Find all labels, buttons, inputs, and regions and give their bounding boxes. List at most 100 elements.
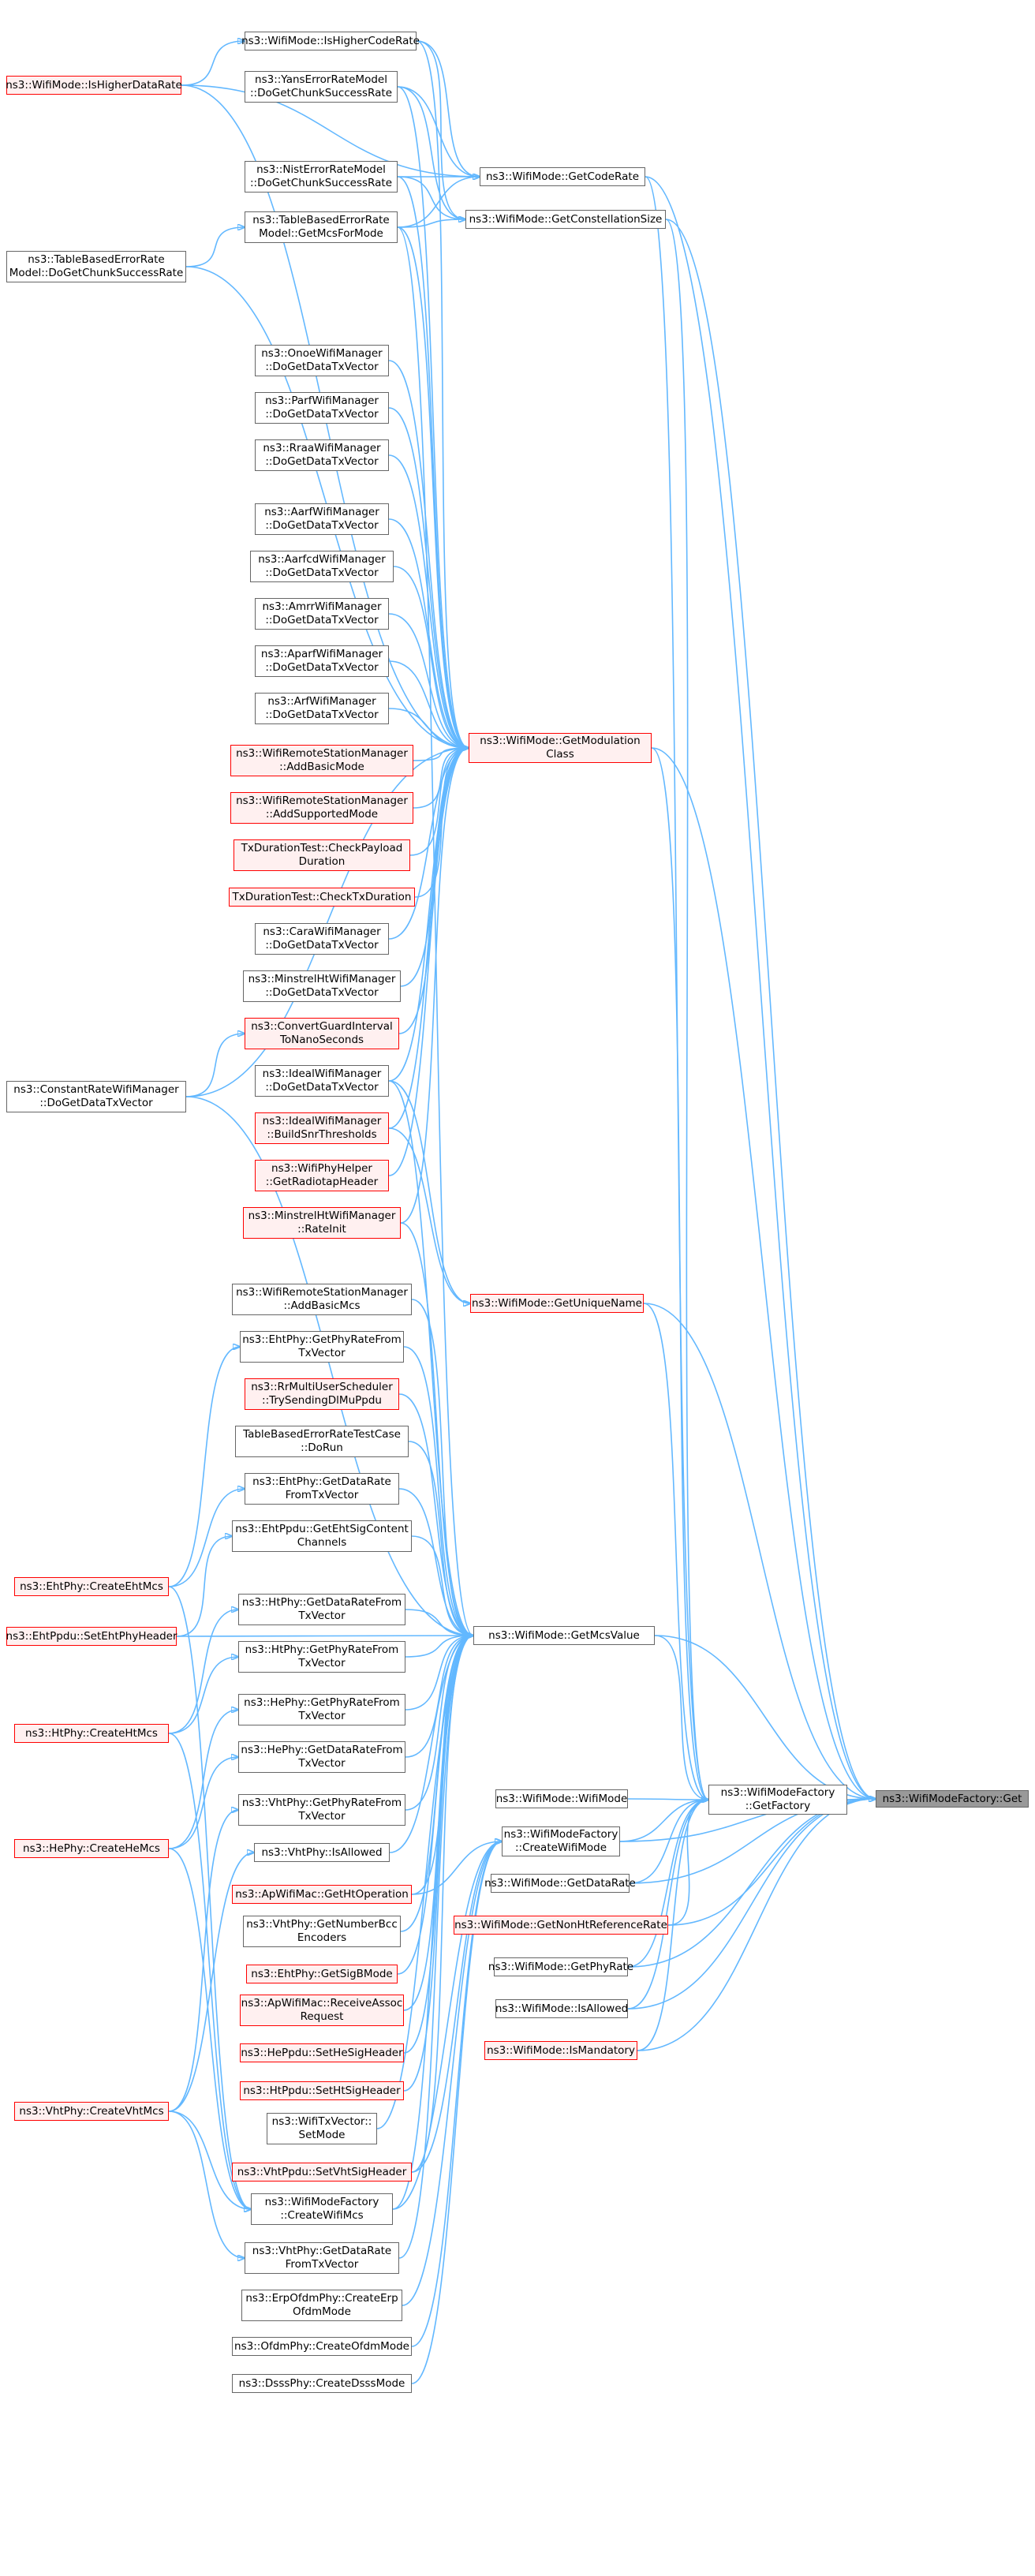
graph-node-isallowed[interactable]: ns3::WifiMode::IsAllowed (495, 1999, 628, 2018)
graph-node-label: ns3::EhtPhy::CreateEhtMcs (20, 1580, 163, 1593)
graph-node-rsmaddsupp[interactable]: ns3::WifiRemoteStationManager ::AddSuppo… (230, 792, 413, 824)
graph-node-erpofdm[interactable]: ns3::ErpOfdmPhy::CreateErp OfdmMode (241, 2290, 402, 2321)
graph-edge-ishighercoderate-to-getcoderate (416, 40, 480, 177)
graph-node-aarfcd[interactable]: ns3::AarfcdWifiManager ::DoGetDataTxVect… (250, 551, 394, 582)
graph-node-ishigherdatarate[interactable]: ns3::WifiMode::IsHigherDataRate (6, 76, 182, 95)
graph-node-ideal[interactable]: ns3::IdealWifiManager ::DoGetDataTxVecto… (255, 1065, 389, 1097)
graph-node-txchecktx[interactable]: TxDurationTest::CheckTxDuration (229, 888, 415, 907)
graph-edge-cara-to-getmodclass (388, 748, 469, 940)
graph-node-ehtsigb[interactable]: ns3::EhtPhy::GetSigBMode (246, 1965, 398, 1983)
graph-node-ehtdatarate[interactable]: ns3::EhtPhy::GetDataRate FromTxVector (245, 1473, 399, 1505)
graph-node-getuniquename[interactable]: ns3::WifiMode::GetUniqueName (470, 1294, 644, 1313)
graph-node-htphyrate[interactable]: ns3::HtPhy::GetPhyRateFrom TxVector (238, 1641, 405, 1673)
graph-node-hedatarate[interactable]: ns3::HePhy::GetDataRateFrom TxVector (238, 1741, 405, 1773)
graph-node-ofdm[interactable]: ns3::OfdmPhy::CreateOfdmMode (232, 2337, 412, 2356)
graph-node-aarf[interactable]: ns3::AarfWifiManager ::DoGetDataTxVector (255, 503, 389, 535)
graph-node-rsmaddbasicmcs[interactable]: ns3::WifiRemoteStationManager ::AddBasic… (232, 1284, 412, 1315)
graph-node-label: ns3::OfdmPhy::CreateOfdmMode (234, 2339, 409, 2353)
graph-node-label: ns3::YansErrorRateModel ::DoGetChunkSucc… (249, 73, 393, 99)
graph-node-dsss[interactable]: ns3::DsssPhy::CreateDsssMode (232, 2374, 412, 2393)
graph-node-htsig[interactable]: ns3::HtPpdu::SetHtSigHeader (240, 2081, 404, 2100)
graph-node-txvecsetmode[interactable]: ns3::WifiTxVector:: SetMode (267, 2113, 377, 2144)
graph-node-vhtallowed[interactable]: ns3::VhtPhy::IsAllowed (254, 1843, 390, 1862)
graph-node-wifimode[interactable]: ns3::WifiMode::WifiMode (495, 1789, 628, 1808)
graph-node-getfactory[interactable]: ns3::WifiModeFactory ::GetFactory (708, 1785, 847, 1815)
graph-node-getnonht[interactable]: ns3::WifiMode::GetNonHtReferenceRate (454, 1916, 668, 1935)
graph-node-label: ns3::AarfcdWifiManager ::DoGetDataTxVect… (258, 553, 386, 579)
graph-node-getphyrate[interactable]: ns3::WifiMode::GetPhyRate (488, 1957, 633, 1976)
graph-edge-constrate-to-convguard (185, 1034, 245, 1097)
graph-node-label: ns3::WifiMode::WifiMode (495, 1792, 628, 1805)
graph-edge-tbmcs-to-getconst (397, 219, 465, 228)
graph-node-ehtphyrate[interactable]: ns3::EhtPhy::GetPhyRateFrom TxVector (240, 1331, 404, 1363)
graph-node-hephyrate[interactable]: ns3::HePhy::GetPhyRateFrom TxVector (238, 1694, 405, 1725)
graph-edge-htcreatemcs-to-htphyrate (168, 1657, 238, 1734)
graph-edge-ehtphyrate-to-getmcsvalue (403, 1346, 473, 1636)
graph-node-htdatarate[interactable]: ns3::HtPhy::GetDataRateFrom TxVector (238, 1594, 405, 1625)
graph-node-txcheckpayload[interactable]: TxDurationTest::CheckPayload Duration (234, 839, 410, 871)
graph-node-label: ns3::VhtPhy::CreateVhtMcs (19, 2104, 164, 2118)
graph-node-minstrelinit[interactable]: ns3::MinstrelHtWifiManager ::RateInit (243, 1207, 401, 1239)
graph-node-label: ns3::WifiMode::IsAllowed (495, 2002, 629, 2015)
graph-edge-tbmcs-to-getcoderate (397, 177, 480, 228)
graph-node-cara[interactable]: ns3::CaraWifiManager ::DoGetDataTxVector (255, 923, 389, 955)
graph-node-getconst[interactable]: ns3::WifiMode::GetConstellationSize (465, 210, 666, 229)
graph-node-rsmaddbasic[interactable]: ns3::WifiRemoteStationManager ::AddBasic… (230, 745, 413, 776)
graph-node-parf[interactable]: ns3::ParfWifiManager ::DoGetDataTxVector (255, 392, 389, 424)
graph-node-apht[interactable]: ns3::ApWifiMac::GetHtOperation (232, 1885, 412, 1904)
graph-node-getmcsvalue[interactable]: ns3::WifiMode::GetMcsValue (473, 1626, 655, 1645)
graph-node-vhtdatarate[interactable]: ns3::VhtPhy::GetDataRate FromTxVector (245, 2242, 399, 2274)
graph-node-rrmulti[interactable]: ns3::RrMultiUserScheduler ::TrySendingDl… (245, 1378, 399, 1410)
graph-node-arf[interactable]: ns3::ArfWifiManager ::DoGetDataTxVector (255, 693, 389, 724)
graph-edge-ehtsigb-to-getmcsvalue (397, 1636, 473, 1975)
graph-node-label: ns3::RrMultiUserScheduler ::TrySendingDl… (251, 1381, 393, 1407)
graph-node-tbtest[interactable]: TableBasedErrorRateTestCase ::DoRun (235, 1426, 409, 1457)
graph-node-radiotap[interactable]: ns3::WifiPhyHelper ::GetRadiotapHeader (255, 1160, 389, 1191)
graph-node-aparf[interactable]: ns3::AparfWifiManager ::DoGetDataTxVecto… (255, 645, 389, 677)
graph-edge-yans-to-getcoderate (397, 86, 480, 177)
graph-edge-ishighercoderate-to-getmodclass (416, 40, 469, 748)
graph-node-htcreatemcs[interactable]: ns3::HtPhy::CreateHtMcs (14, 1724, 169, 1743)
graph-node-tbmcs[interactable]: ns3::TableBasedErrorRate Model::GetMcsFo… (245, 211, 398, 243)
graph-node-vhtsig[interactable]: ns3::VhtPpdu::SetVhtSigHeader (232, 2163, 412, 2182)
graph-edge-tbchunk-to-tbmcs (185, 227, 245, 267)
graph-node-label: ns3::AmrrWifiManager ::DoGetDataTxVector (262, 600, 382, 626)
graph-node-createwifimode[interactable]: ns3::WifiModeFactory ::CreateWifiMode (502, 1826, 620, 1856)
graph-node-getcoderate[interactable]: ns3::WifiMode::GetCodeRate (480, 167, 645, 186)
graph-node-vhtcreatemcs[interactable]: ns3::VhtPhy::CreateVhtMcs (14, 2102, 169, 2121)
graph-edge-isallowed-to-get (627, 1799, 876, 2010)
graph-node-ismandatory[interactable]: ns3::WifiMode::IsMandatory (484, 2041, 637, 2060)
graph-node-label: ns3::HtPhy::GetDataRateFrom TxVector (241, 1596, 402, 1622)
graph-node-constrate[interactable]: ns3::ConstantRateWifiManager ::DoGetData… (6, 1081, 186, 1112)
graph-node-vhtphyrate[interactable]: ns3::VhtPhy::GetPhyRateFrom TxVector (238, 1794, 405, 1826)
graph-node-hecreatemcs[interactable]: ns3::HePhy::CreateHeMcs (14, 1839, 169, 1858)
graph-node-getmodclass[interactable]: ns3::WifiMode::GetModulation Class (469, 733, 652, 763)
graph-node-tbchunk[interactable]: ns3::TableBasedErrorRate Model::DoGetChu… (6, 251, 186, 282)
graph-edge-getconst-to-getfactory (665, 219, 708, 1800)
graph-node-yans[interactable]: ns3::YansErrorRateModel ::DoGetChunkSucc… (245, 71, 398, 103)
graph-node-rraa[interactable]: ns3::RraaWifiManager ::DoGetDataTxVector (255, 439, 389, 471)
graph-node-createwifimcs[interactable]: ns3::WifiModeFactory ::CreateWifiMcs (251, 2193, 393, 2225)
graph-node-onoe[interactable]: ns3::OnoeWifiManager ::DoGetDataTxVector (255, 345, 389, 376)
graph-node-label: ns3::HtPhy::CreateHtMcs (25, 1726, 158, 1740)
graph-node-idealbuild[interactable]: ns3::IdealWifiManager ::BuildSnrThreshol… (255, 1112, 389, 1144)
graph-node-getdatarate[interactable]: ns3::WifiMode::GetDataRate (484, 1874, 636, 1893)
graph-node-apassoc[interactable]: ns3::ApWifiMac::ReceiveAssoc Request (240, 1995, 404, 2026)
graph-node-convguard[interactable]: ns3::ConvertGuardInterval ToNanoSeconds (245, 1018, 399, 1049)
graph-edge-vhtcreatemcs-to-vhtphyrate (168, 1810, 238, 2112)
graph-node-hesig[interactable]: ns3::HePpdu::SetHeSigHeader (240, 2043, 404, 2062)
graph-node-amrr[interactable]: ns3::AmrrWifiManager ::DoGetDataTxVector (255, 598, 389, 630)
graph-node-minstrelht[interactable]: ns3::MinstrelHtWifiManager ::DoGetDataTx… (243, 970, 401, 1002)
graph-node-label: ns3::EhtPpdu::GetEhtSigContent Channels (235, 1523, 409, 1549)
graph-node-ishighercoderate[interactable]: ns3::WifiMode::IsHigherCodeRate (241, 32, 420, 50)
graph-edge-aparf-to-getmodclass (388, 660, 469, 748)
graph-node-ehtcreatemcs[interactable]: ns3::EhtPhy::CreateEhtMcs (14, 1577, 169, 1596)
graph-edge-getdatarate-to-getfactory (629, 1800, 708, 1884)
graph-node-label: ns3::VhtPhy::GetNumberBcc Encoders (246, 1918, 398, 1944)
graph-node-ehtsetheader[interactable]: ns3::EhtPpdu::SetEhtPhyHeader (6, 1627, 177, 1646)
graph-node-label: ns3::WifiModeFactory ::CreateWifiMode (503, 1828, 618, 1854)
graph-edge-nist-to-getmodclass (397, 176, 469, 748)
graph-node-ehtsig[interactable]: ns3::EhtPpdu::GetEhtSigContent Channels (232, 1520, 412, 1552)
graph-node-vhtbcc[interactable]: ns3::VhtPhy::GetNumberBcc Encoders (243, 1916, 401, 1947)
graph-node-nist[interactable]: ns3::NistErrorRateModel ::DoGetChunkSucc… (245, 161, 398, 193)
